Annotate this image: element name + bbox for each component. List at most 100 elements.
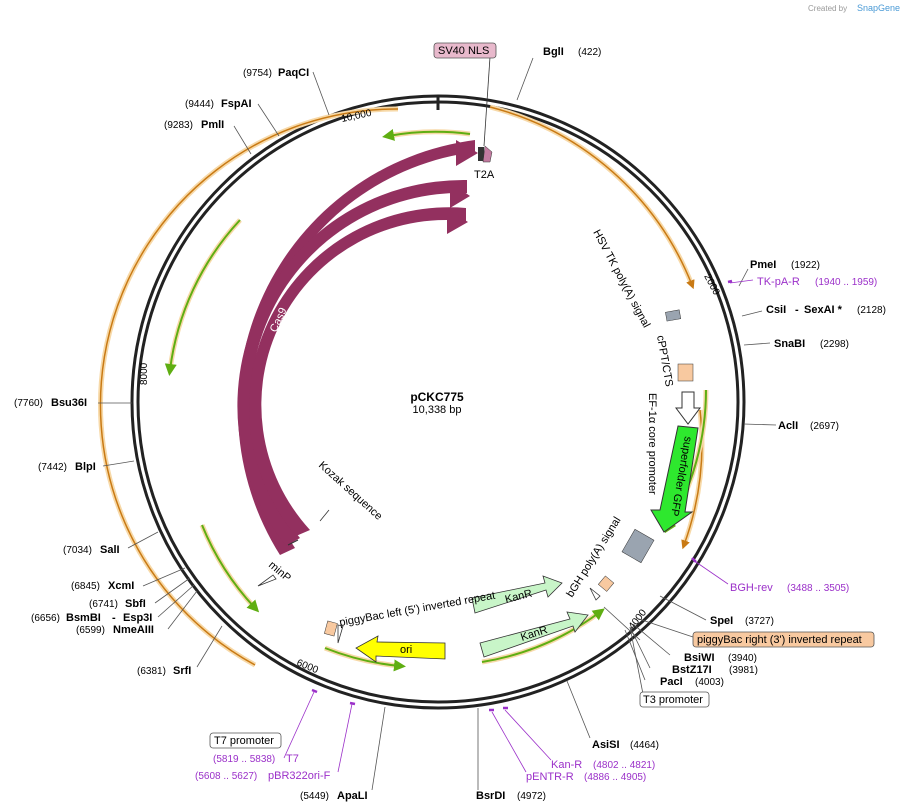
enzyme-bgli-pos: (422) <box>578 47 601 58</box>
primer-kanr-name[interactable]: Kan-R <box>551 759 582 771</box>
enzyme-srfi-name[interactable]: SrfI <box>173 665 191 677</box>
t3-promoter-box[interactable] <box>639 691 710 708</box>
enzyme-sexai-dash: - <box>795 304 799 316</box>
enzyme-paqci-pos: (9754) <box>243 68 272 79</box>
cas9-label-1: Cas9 <box>208 273 230 301</box>
cas9-arc-inner[interactable] <box>249 207 466 537</box>
cppt-label: cPPT/CTS <box>654 334 675 387</box>
sv40-nls-label: SV40 NLS <box>438 45 489 57</box>
enzyme-paqci-name[interactable]: PaqCI <box>278 67 309 79</box>
enzyme-sali-name[interactable]: SalI <box>100 544 120 556</box>
enzyme-sali-pos: (7034) <box>63 545 92 556</box>
sv40-nls-box[interactable] <box>433 42 497 59</box>
kozak-leader <box>319 509 330 522</box>
cas9-arc-middle[interactable] <box>237 179 467 547</box>
enzyme-bgli-name[interactable]: BglI <box>543 46 564 58</box>
ori-label: ori <box>400 644 412 656</box>
t2a-feature[interactable] <box>478 147 484 161</box>
kozak-tick <box>287 539 299 546</box>
primer-kanr-pos: (4802 .. 4821) <box>593 760 655 771</box>
enzyme-pmei-name[interactable]: PmeI <box>750 259 776 271</box>
kanr-arrow-2[interactable] <box>479 611 589 658</box>
orf-halo-top <box>489 104 695 286</box>
enzyme-bsrdi-pos: (4972) <box>517 791 546 802</box>
ef1a-promoter-feature[interactable] <box>675 391 701 425</box>
orf-green-1 <box>382 129 471 141</box>
kanr-label-2: KanR <box>519 624 549 644</box>
enzyme-pmli-pos: (9283) <box>164 120 193 131</box>
enzyme-csii-pos: (2128) <box>857 305 886 316</box>
enzyme-paci-pos: (4003) <box>695 677 724 688</box>
ori-feature[interactable] <box>355 635 446 663</box>
cas9-arc-outer-head[interactable] <box>456 140 478 166</box>
enzyme-bsrdi-name[interactable]: BsrDI <box>476 790 505 802</box>
enzyme-xcmi-name[interactable]: XcmI <box>108 580 134 592</box>
enzyme-apali-name[interactable]: ApaLI <box>337 790 368 802</box>
enzyme-blpi-name[interactable]: BlpI <box>75 461 96 473</box>
pb-left-small[interactable] <box>337 624 344 644</box>
enzyme-sexai-name[interactable]: SexAI * <box>804 304 843 316</box>
t7-promoter-box[interactable] <box>209 732 282 749</box>
enzyme-nmeaiii-name[interactable]: NmeAIII <box>113 624 154 636</box>
enzyme-esp3i-dash: - <box>112 612 116 624</box>
enzyme-fspai-pos: (9444) <box>185 99 214 110</box>
pb-left-label: piggyBac left (5') inverted repeat <box>338 590 496 629</box>
enzyme-pmli-name[interactable]: PmlI <box>201 119 224 131</box>
enzyme-csii-name[interactable]: CsiI <box>766 304 786 316</box>
enzyme-bstz17i-pos: (3981) <box>729 665 758 676</box>
enzyme-bsmbi-name[interactable]: BsmBI <box>66 612 101 624</box>
t3-promoter-label: T3 promoter <box>643 694 703 706</box>
enzyme-esp3i-name[interactable]: Esp3I <box>123 612 152 624</box>
enzyme-srfi-pos: (6381) <box>137 666 166 677</box>
ef1a-label: EF-1α core promoter <box>646 393 658 495</box>
sv40-leader <box>483 56 491 147</box>
hsv-tk-polya-feature[interactable] <box>665 309 682 322</box>
primer-pentr-pos: (4886 .. 4905) <box>584 772 646 783</box>
pb-right-label: piggyBac right (3') inverted repeat <box>697 634 862 646</box>
minp-feature[interactable] <box>257 574 277 587</box>
t2a-label: T2A <box>474 169 495 181</box>
cas9-arc-outer[interactable] <box>237 140 475 555</box>
superfolder-gfp-feature[interactable] <box>650 425 699 533</box>
enzyme-bsu36i-name[interactable]: Bsu36I <box>51 397 87 409</box>
plasmid-size: 10,338 bp <box>413 404 462 416</box>
enzyme-bsiwi-pos: (3940) <box>728 653 757 664</box>
enzyme-xcmi-pos: (6845) <box>71 581 100 592</box>
primer-pentr-name[interactable]: pENTR-R <box>526 771 574 783</box>
cppt-feature[interactable] <box>677 363 694 382</box>
enzyme-spei-name[interactable]: SpeI <box>710 615 733 627</box>
orf-arrow-left <box>99 108 399 666</box>
enzyme-bstz17i-name[interactable]: BstZ17I <box>672 664 712 676</box>
kanr-arrow-1[interactable] <box>471 575 563 614</box>
enzyme-snabi-name[interactable]: SnaBI <box>774 338 805 350</box>
primer-tkpa-name[interactable]: TK-pA-R <box>757 276 800 288</box>
orf-arrow-top <box>489 106 695 290</box>
tick-8000: 8000 <box>139 362 150 385</box>
cas9-arc-inner-head[interactable] <box>447 209 468 234</box>
enzyme-acli-name[interactable]: AclI <box>778 420 798 432</box>
primer-leaders <box>283 279 754 773</box>
pb-left-feature[interactable] <box>324 620 338 637</box>
primer-pbr-name[interactable]: pBR322ori-F <box>268 770 331 782</box>
t3-promoter-feature[interactable] <box>589 587 601 601</box>
plasmid-name: pCKC775 <box>410 390 464 404</box>
enzyme-sbfi-name[interactable]: SbfI <box>125 598 146 610</box>
enzyme-asisi-name[interactable]: AsiSI <box>592 739 620 751</box>
enzyme-bsiwi-name[interactable]: BsiWI <box>684 652 715 664</box>
primer-t7-name[interactable]: T7 <box>286 753 299 765</box>
primer-bghrev-name[interactable]: BGH-rev <box>730 582 773 594</box>
enzyme-paci-name[interactable]: PacI <box>660 676 683 688</box>
primer-pbr-pos: (5608 .. 5627) <box>195 771 257 782</box>
enzyme-acli-pos: (2697) <box>810 421 839 432</box>
enzyme-fspai-name[interactable]: FspAI <box>221 98 252 110</box>
cas9-arc-middle-head[interactable] <box>450 182 470 208</box>
bgh-polya-feature[interactable] <box>621 528 655 564</box>
pb-right-feature[interactable] <box>597 575 615 592</box>
primer-t7-pos: (5819 .. 5838) <box>213 754 275 765</box>
orf-green-3 <box>201 524 260 613</box>
t7-promoter-label: T7 promoter <box>214 735 274 747</box>
sv40-nls-feature[interactable] <box>482 145 493 163</box>
hsv-tk-label: HSV TK poly(A) signal <box>590 228 652 330</box>
pb-right-box[interactable] <box>692 631 875 648</box>
